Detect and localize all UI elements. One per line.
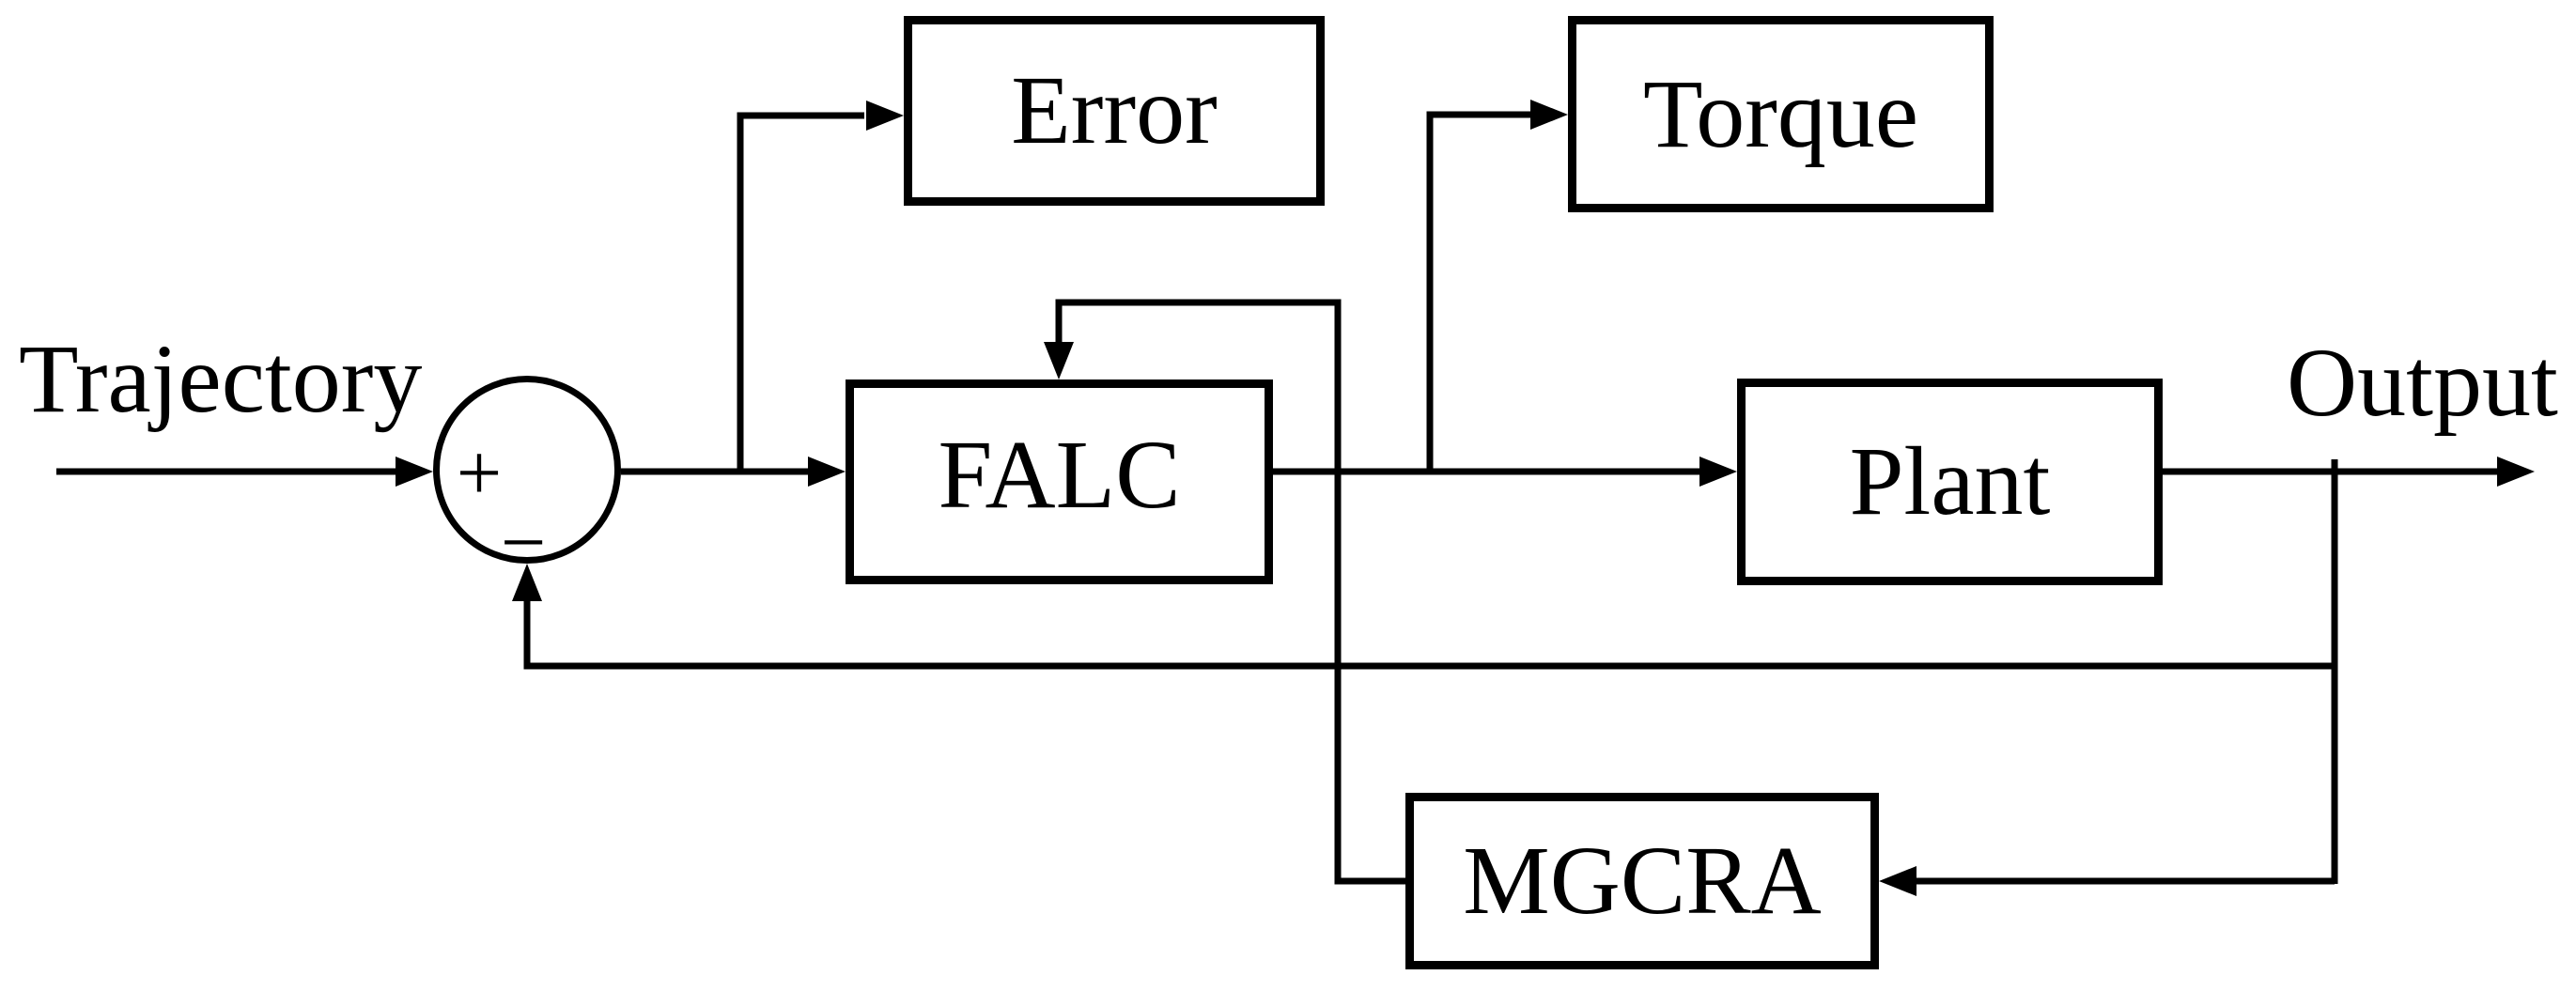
error-branch-line: [737, 112, 864, 472]
falc-label: FALC: [938, 421, 1181, 529]
trajectory-arrowhead: [396, 457, 433, 487]
plant-input-arrowhead: [1699, 457, 1737, 487]
falc-block: FALC: [846, 379, 1273, 584]
mgcra-to-falc-line: [1055, 299, 1405, 885]
mgcra-label: MGCRA: [1463, 827, 1822, 935]
mgcra-block: MGCRA: [1405, 793, 1879, 969]
minus-sign: −: [500, 497, 547, 587]
plant-label: Plant: [1849, 427, 2051, 535]
error-block: Error: [904, 16, 1325, 206]
mgcra-input-arrowhead: [1879, 866, 1916, 896]
torque-input-arrowhead: [1530, 100, 1568, 130]
torque-branch-line: [1426, 111, 1531, 472]
torque-label: Torque: [1642, 59, 1919, 168]
feedback-to-sum-line: [523, 601, 2335, 670]
sum-feedback-arrowhead: [512, 564, 542, 601]
torque-block: Torque: [1568, 16, 1994, 212]
plant-block: Plant: [1737, 379, 2163, 585]
falc-input-arrowhead: [808, 457, 846, 487]
output-arrowhead: [2497, 457, 2535, 487]
trajectory-label: Trajectory: [19, 325, 423, 433]
falc-top-arrowhead: [1044, 342, 1074, 379]
error-label: Error: [1011, 56, 1218, 164]
summing-junction: [433, 376, 621, 564]
plus-sign: +: [456, 427, 503, 518]
error-input-arrowhead: [866, 101, 904, 131]
output-label: Output: [2287, 329, 2558, 437]
